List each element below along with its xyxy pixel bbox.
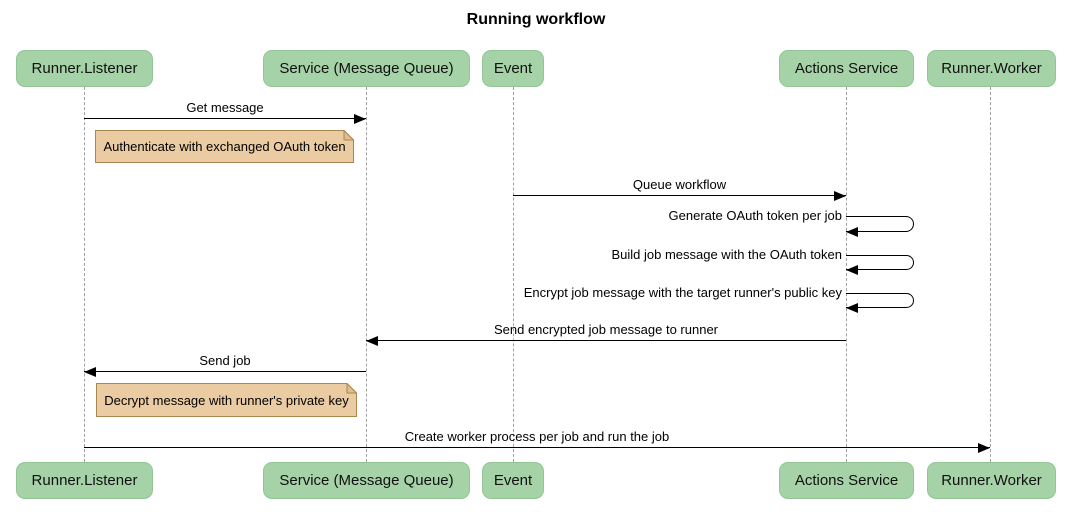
actor-label: Actions Service xyxy=(794,60,899,77)
message-arrowhead-get-message xyxy=(354,114,366,124)
message-label-send-encrypted-job: Send encrypted job message to runner xyxy=(493,322,719,337)
note-label: Authenticate with exchanged OAuth token xyxy=(103,139,346,154)
self-message-label-build-job-message: Build job message with the OAuth token xyxy=(611,247,842,262)
actor-actions-service-bottom: Actions Service xyxy=(779,462,914,499)
actor-label: Runner.Worker xyxy=(941,60,1042,77)
actor-service-mq-bottom: Service (Message Queue) xyxy=(263,462,470,499)
self-message-arrowhead-generate-oauth-token xyxy=(846,227,858,237)
self-message-arrowhead-encrypt-job-message xyxy=(846,303,858,313)
message-arrowhead-queue-workflow xyxy=(834,191,846,201)
message-line-queue-workflow xyxy=(513,195,846,196)
actor-runner-worker-top: Runner.Worker xyxy=(927,50,1056,87)
actor-actions-service-top: Actions Service xyxy=(779,50,914,87)
message-line-get-message xyxy=(84,118,366,119)
lifeline-runner-worker xyxy=(990,87,991,462)
self-message-label-generate-oauth-token: Generate OAuth token per job xyxy=(668,208,842,223)
note-decrypt-note: Decrypt message with runner's private ke… xyxy=(96,383,357,417)
message-label-queue-workflow: Queue workflow xyxy=(632,177,727,192)
actor-label: Runner.Listener xyxy=(31,472,138,489)
message-line-create-worker-process xyxy=(84,447,990,448)
message-label-get-message: Get message xyxy=(186,100,264,115)
actor-runner-worker-bottom: Runner.Worker xyxy=(927,462,1056,499)
self-message-arrowhead-build-job-message xyxy=(846,265,858,275)
actor-label: Event xyxy=(493,472,533,489)
message-arrowhead-create-worker-process xyxy=(978,443,990,453)
actor-label: Runner.Worker xyxy=(941,472,1042,489)
message-line-send-job xyxy=(84,371,366,372)
diagram-title: Running workflow xyxy=(466,11,606,28)
message-arrowhead-send-job xyxy=(84,367,96,377)
actor-runner-listener-top: Runner.Listener xyxy=(16,50,153,87)
self-message-loop-generate-oauth-token xyxy=(846,216,914,232)
self-message-loop-encrypt-job-message xyxy=(846,293,914,308)
lifeline-service-mq xyxy=(366,87,367,462)
lifeline-runner-listener xyxy=(84,87,85,462)
message-line-send-encrypted-job xyxy=(366,340,846,341)
self-message-label-encrypt-job-message: Encrypt job message with the target runn… xyxy=(523,285,842,300)
message-label-create-worker-process: Create worker process per job and run th… xyxy=(404,429,670,444)
self-message-loop-build-job-message xyxy=(846,255,914,270)
actor-event-top: Event xyxy=(482,50,544,87)
actor-label: Actions Service xyxy=(794,472,899,489)
actor-service-mq-top: Service (Message Queue) xyxy=(263,50,470,87)
note-authenticate-note: Authenticate with exchanged OAuth token xyxy=(95,130,354,163)
note-label: Decrypt message with runner's private ke… xyxy=(104,392,349,408)
actor-label: Runner.Listener xyxy=(31,60,138,77)
actor-label: Service (Message Queue) xyxy=(279,472,454,489)
actor-label: Event xyxy=(493,60,533,77)
lifeline-event xyxy=(513,87,514,462)
actor-label: Service (Message Queue) xyxy=(279,60,454,77)
message-arrowhead-send-encrypted-job xyxy=(366,336,378,346)
actor-runner-listener-bottom: Runner.Listener xyxy=(16,462,153,499)
note-shape xyxy=(96,383,357,417)
message-label-send-job: Send job xyxy=(199,353,251,368)
note-shape xyxy=(95,130,354,163)
actor-event-bottom: Event xyxy=(482,462,544,499)
